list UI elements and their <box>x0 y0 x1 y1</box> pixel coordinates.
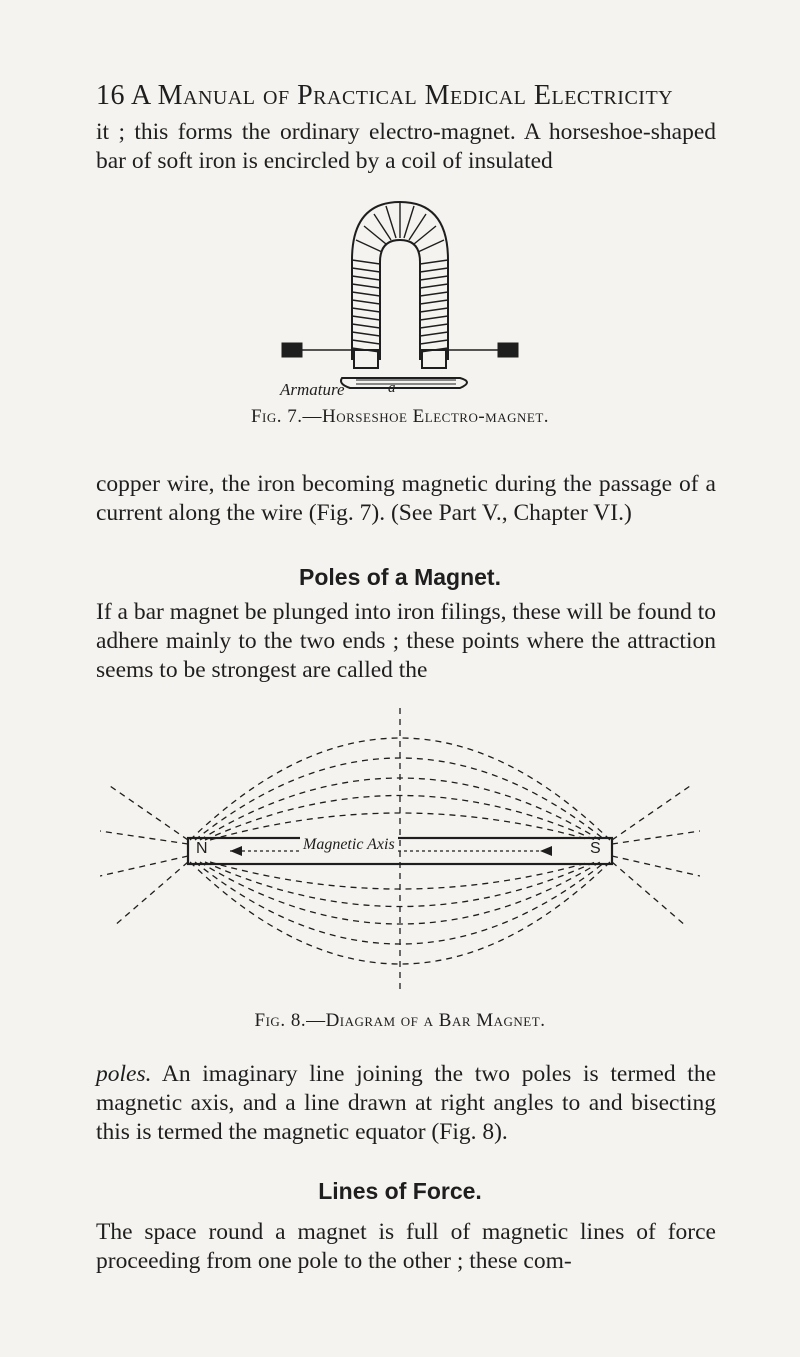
bar-magnet-figure <box>100 708 700 994</box>
magnetic-axis-label: Magnetic Axis <box>300 836 398 854</box>
horseshoe-electromagnet-figure <box>281 200 519 389</box>
paragraph-1: it ; this forms the ordinary electro-mag… <box>96 119 716 174</box>
running-head: 16 A Manual of Practical Medical Electri… <box>96 80 674 111</box>
poles-term: poles. <box>96 1061 152 1087</box>
south-pole-label: S <box>590 840 601 857</box>
heading-poles-of-a-magnet: Poles of a Magnet. <box>299 564 501 590</box>
figure-8-caption: Fig. 8.—Diagram of a Bar Magnet. <box>254 1010 546 1031</box>
heading-lines-of-force: Lines of Force. <box>318 1178 482 1204</box>
paragraph-5: The space round a magnet is full of magn… <box>96 1219 716 1274</box>
paragraph-4: poles. An imaginary line joining the two… <box>96 1060 716 1147</box>
paragraph-4-text: An imaginary line joining the two poles … <box>96 1061 716 1145</box>
armature-letter: a <box>388 380 396 396</box>
paragraph-3: If a bar magnet be plunged into iron fil… <box>96 599 716 683</box>
figure-7-caption: Fig. 7.—Horseshoe Electro-magnet. <box>250 406 550 427</box>
paragraph-2: copper wire, the iron becoming magnetic … <box>96 471 716 526</box>
north-pole-label: N <box>196 840 208 857</box>
armature-label: Armature <box>280 380 345 399</box>
